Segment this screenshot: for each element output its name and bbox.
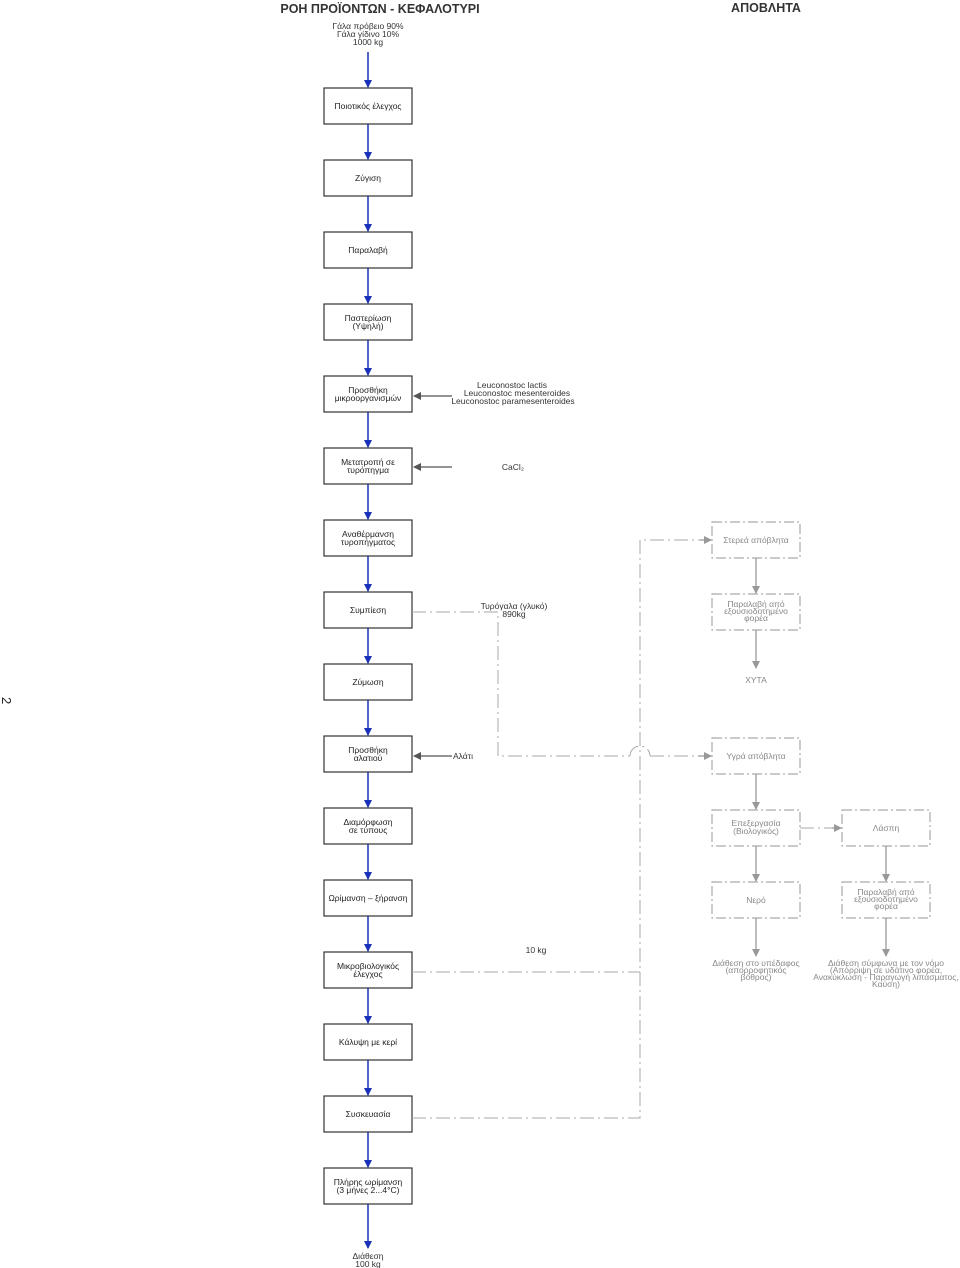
waste-title: ΑΠΟΒΛΗΤΑ [731, 1, 801, 15]
process-step-label: Συμπίεση [350, 605, 387, 615]
process-step-box [323, 1167, 413, 1205]
water-disposal-line-3: βόθρος) [741, 972, 772, 982]
sludge-disposal-line-4: Καύση) [872, 979, 900, 989]
treatment-box [711, 809, 801, 847]
process-step-label: (Υψηλή) [352, 321, 383, 331]
solid-waste-collector [412, 539, 706, 1119]
process-step-label: Προσθήκη [348, 745, 388, 755]
solid-pickup-line-1: Παραλαβή από [727, 599, 785, 609]
sludge-pickup-box [841, 881, 931, 919]
process-step-box [323, 663, 413, 701]
process-step-box [323, 735, 413, 773]
solid-pickup-line-3: φορέα [744, 613, 768, 623]
input-line-1: Γάλα πρόβειο 90% [332, 21, 404, 31]
sludge-pickup-line-3: φορέα [874, 901, 898, 911]
microorganism-3: Leuconostoc paramesenteroides [451, 396, 574, 406]
liquid-waste-box [711, 737, 801, 775]
sludge-pickup-line-2: εξουσιοδοτημένο [854, 894, 918, 904]
process-step-label: Κάλυψη με κερί [339, 1037, 397, 1047]
whey-amount: 890kg [502, 609, 525, 619]
water-label: Νερό [746, 895, 766, 905]
process-step-label: Ζύμωση [352, 677, 384, 687]
salt-label: Αλάτι [453, 751, 473, 761]
process-step-label: Αναθέρμανση [342, 529, 394, 539]
process-step-box [323, 87, 413, 125]
process-step-box [323, 303, 413, 341]
products-flow-title: ΡΟΗ ΠΡΟΪΟΝΤΩΝ - ΚΕΦΑΛΟΤΥΡΙ [280, 1, 479, 16]
process-step-box [323, 519, 413, 557]
whey-line-hop [629, 745, 651, 757]
process-step: Κάλυψη με κερί [323, 1023, 413, 1061]
microorganism-1: Leuconostoc lactis [477, 380, 547, 390]
process-step-label: Πλήρης ωρίμανση [334, 1177, 403, 1187]
whey-line [412, 611, 630, 757]
process-step-box [323, 951, 413, 989]
process-step-label: Ζύγιση [355, 173, 381, 183]
process-step-box [323, 159, 413, 197]
microorganism-2: Leuconostoc mesenteroides [464, 388, 570, 398]
process-step: Ποιοτικός έλεγχος [323, 87, 413, 125]
xyta-label: ΧΥΤΑ [745, 675, 767, 685]
process-step-label: Ωρίμανση – ξήρανση [328, 893, 407, 903]
process-step: Συμπίεση [323, 591, 413, 629]
process-step: Ωρίμανση – ξήρανση [323, 879, 413, 917]
sludge-pickup-line-1: Παραλαβή από [857, 887, 915, 897]
process-step-box [323, 879, 413, 917]
process-step-label: αλατιού [354, 753, 383, 763]
process-step-label: Παραλαβή [348, 245, 388, 255]
process-step-box [323, 231, 413, 269]
process-step-box [323, 807, 413, 845]
process-step-box [323, 1023, 413, 1061]
process-step-label: Μετατροπή σε [341, 457, 395, 467]
output-line-2: 100 kg [355, 1259, 381, 1268]
sludge-box [841, 809, 931, 847]
process-step-label: Παστερίωση [345, 313, 392, 323]
process-step-label: σε τύπους [349, 825, 388, 835]
sludge-disposal-line-2: (Απόρριψη σε υδάτινο φορέα, [830, 965, 942, 975]
process-step-label: τυροπήγματος [341, 537, 395, 547]
process-step-label: έλεγχος [353, 969, 382, 979]
input-line-2: Γάλα γίδινο 10% [337, 29, 400, 39]
process-step-label: (3 μήνες 2...4°C) [337, 1185, 400, 1195]
solid-pickup-line-2: εξουσιοδοτημένο [724, 606, 788, 616]
whey-label: Τυρόγαλα (γλυκό) [481, 601, 548, 611]
sludge-disposal-line-1: Διάθεση σύμφωνα με τον νόμο [828, 958, 944, 968]
process-step: Συσκευασία [323, 1095, 413, 1133]
process-step: Ζύγιση [323, 159, 413, 197]
process-step: Πλήρης ωρίμανση(3 μήνες 2...4°C) [323, 1167, 413, 1205]
page-number: 2 [0, 697, 14, 704]
sludge-disposal-line-3: Ανακύκλωση - Παραγωγή λιπάσματος, [813, 972, 958, 982]
solid-waste-box [711, 521, 801, 559]
ten-kg-label: 10 kg [526, 945, 547, 955]
process-step: Ζύμωση [323, 663, 413, 701]
solid-waste-label: Στερεά απόβλητα [723, 535, 789, 545]
output-line-1: Διάθεση [353, 1251, 384, 1261]
process-step-label: Μικροβιολογικός [337, 961, 399, 971]
process-step-box [323, 375, 413, 413]
water-disposal-line-1: Διάθεση στο υπέδαφος [712, 958, 799, 968]
process-step-label: Ποιοτικός έλεγχος [334, 101, 401, 111]
process-step-label: μικροοργανισμών [335, 393, 402, 403]
cacl2-label: CaCl₂ [502, 462, 524, 472]
process-step-label: Προσθήκη [348, 385, 388, 395]
process-steps: Ποιοτικός έλεγχοςΖύγισηΠαραλαβήΠαστερίωσ… [323, 87, 413, 1205]
water-disposal-line-2: (απορροφητικός [725, 965, 786, 975]
input-line-3: 1000 kg [353, 37, 384, 47]
process-step-label: τυρόπηγμα [347, 465, 389, 475]
liquid-waste-label: Υγρά απόβλητα [726, 751, 785, 761]
process-step-label: Συσκευασία [346, 1109, 391, 1119]
treatment-line-2: (Βιολογικός) [733, 826, 779, 836]
process-step-label: Διαμόρφωση [343, 817, 392, 827]
sludge-label: Λάσπη [873, 823, 900, 833]
treatment-line-1: Επεξεργασία [732, 818, 781, 828]
process-step: Παραλαβή [323, 231, 413, 269]
process-step: Παστερίωση(Υψηλή) [323, 303, 413, 341]
